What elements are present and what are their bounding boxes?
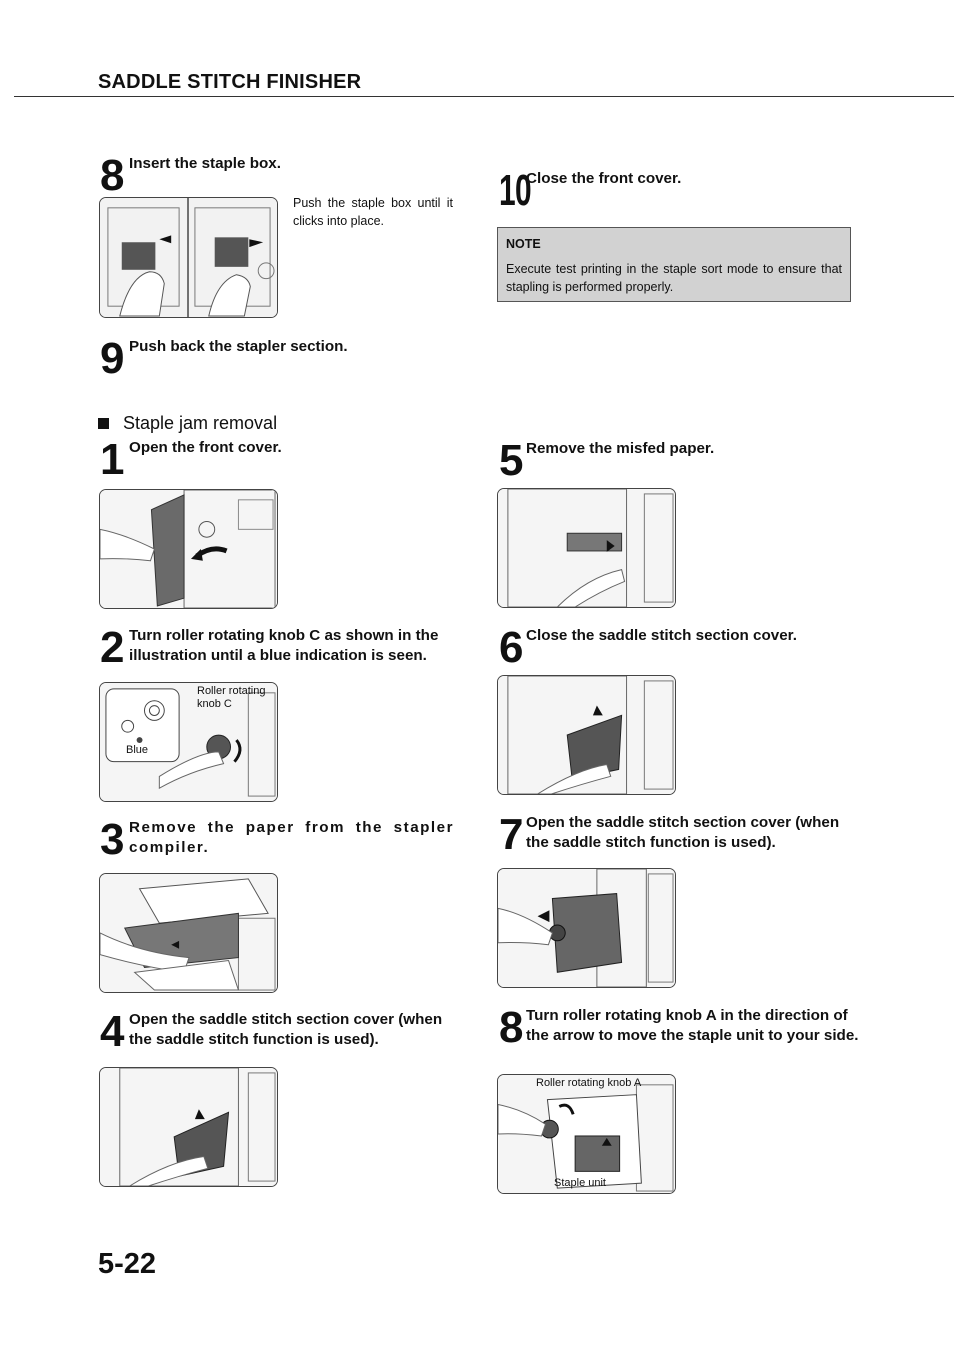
jam-step-3: 3 Remove the paper from the stapler comp… — [100, 818, 460, 866]
step-text: Remove the misfed paper. — [526, 440, 715, 457]
step-number: 2 — [100, 623, 125, 672]
section-heading: Staple jam removal — [98, 413, 277, 434]
step-text: Insert the staple box. — [129, 155, 281, 172]
step-number: 6 — [499, 623, 524, 672]
jam-step-5: 5 Remove the misfed paper. — [499, 439, 859, 487]
misfed-paper-illustration — [497, 488, 676, 608]
step-number: 3 — [100, 815, 125, 864]
step-text: Turn roller rotating knob A in the direc… — [526, 1007, 859, 1044]
roller-knob-c-illustration: Roller rotating knob C Blue — [99, 682, 278, 802]
step-insert-staple-box: 8 Insert the staple box. — [100, 154, 460, 202]
section-title: Staple jam removal — [123, 413, 278, 433]
open-saddle-cover-illustration-b — [497, 868, 676, 988]
note-box: NOTE Execute test printing in the staple… — [497, 227, 851, 302]
open-saddle-cover-illustration-a — [99, 1067, 278, 1187]
step-number: 5 — [499, 436, 524, 485]
blue-label: Blue — [126, 744, 149, 756]
step-number: 4 — [100, 1007, 125, 1056]
note-title: NOTE — [506, 237, 541, 251]
step-text: Remove the paper from the stapler compil… — [129, 819, 454, 856]
jam-step-2: 2 Turn roller rotating knob C as shown i… — [100, 626, 460, 674]
step-text: Open the saddle stitch section cover (wh… — [526, 814, 840, 851]
step-text: Turn roller rotating knob C as shown in … — [129, 627, 439, 664]
staple-box-illustration — [99, 197, 278, 318]
step-text: Close the front cover. — [526, 170, 682, 187]
step-text: Close the saddle stitch section cover. — [526, 627, 797, 644]
bullet-square-icon — [98, 418, 109, 429]
jam-step-1: 1 Open the front cover. — [100, 438, 460, 486]
header-rule — [14, 96, 954, 97]
stapler-compiler-illustration — [99, 873, 278, 993]
note-body: Execute test printing in the staple sort… — [506, 262, 842, 294]
staple-box-caption: Push the staple box until it clicks into… — [293, 196, 453, 228]
step-text: Push back the stapler section. — [129, 338, 348, 355]
step-number: 9 — [100, 334, 125, 383]
open-front-cover-illustration — [99, 489, 278, 609]
step-text: Open the front cover. — [129, 439, 282, 456]
jam-step-6: 6 Close the saddle stitch section cover. — [499, 626, 859, 674]
staple-unit-label: Staple unit — [554, 1177, 606, 1189]
roller-knob-a-label: Roller rotating knob A — [536, 1077, 642, 1089]
step-number: 1 — [100, 435, 125, 484]
jam-step-4: 4 Open the saddle stitch section cover (… — [100, 1010, 460, 1058]
roller-knob-a-illustration: Roller rotating knob A Staple unit — [497, 1074, 676, 1194]
roller-knob-c-label: Roller rotating knob C — [197, 685, 266, 710]
step-close-front-cover: 10 Close the front cover. — [499, 169, 859, 217]
step-number: 8 — [499, 1003, 524, 1052]
step-text: Open the saddle stitch section cover (wh… — [129, 1011, 443, 1048]
step-number: 8 — [100, 151, 125, 200]
step-push-back-stapler: 9 Push back the stapler section. — [100, 337, 460, 385]
jam-step-8: 8 Turn roller rotating knob A in the dir… — [499, 1006, 859, 1066]
jam-step-7: 7 Open the saddle stitch section cover (… — [499, 813, 859, 861]
close-saddle-cover-illustration — [497, 675, 676, 795]
page-number: 5-22 — [98, 1248, 157, 1280]
step-number: 10 — [499, 166, 532, 215]
page-header-title: SADDLE STITCH FINISHER — [98, 71, 362, 93]
step-number: 7 — [499, 810, 524, 859]
